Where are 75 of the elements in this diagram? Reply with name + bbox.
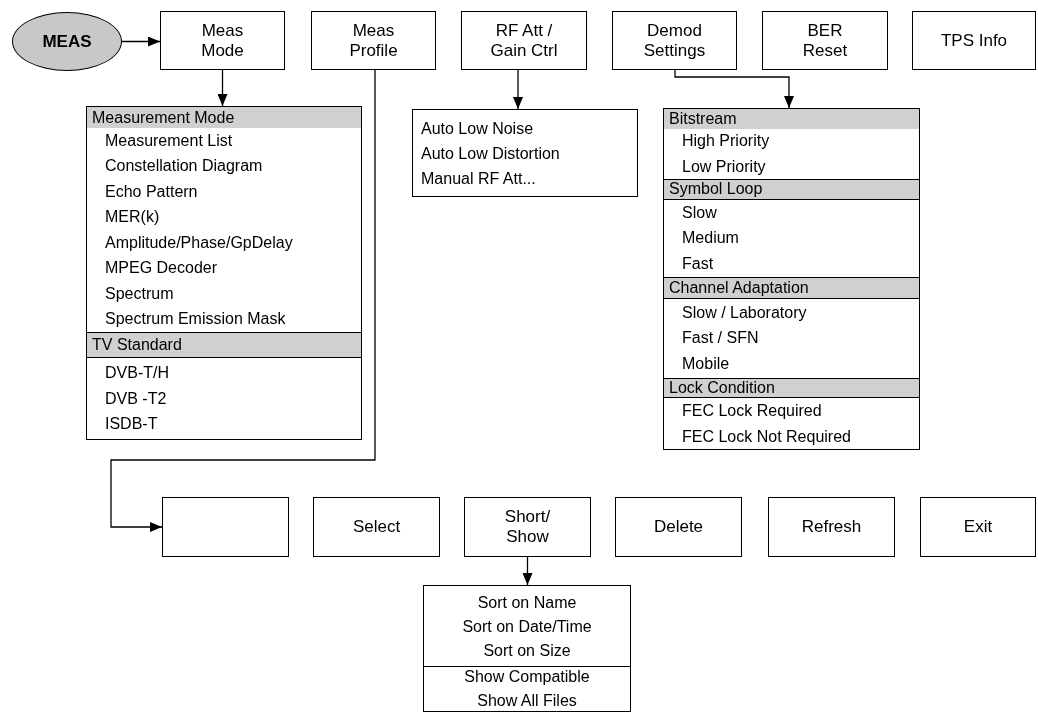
menu-item: Spectrum: [105, 283, 174, 304]
softkey-box: [920, 497, 1036, 557]
menu-panel: [423, 585, 631, 712]
section-header: [664, 178, 919, 200]
ellipse-label: MEAS: [42, 31, 92, 52]
connector-arrow: [513, 69, 523, 110]
menu-item: Sort on Name: [477, 592, 577, 613]
menu-item: Sort on Date/Time: [462, 616, 592, 637]
section-header-text: Lock Condition: [669, 379, 775, 396]
menu-panel: [86, 106, 362, 440]
softkey-label: Delete: [653, 517, 704, 537]
menu-item: Fast: [682, 253, 714, 274]
section-header-text: Symbol Loop: [669, 181, 763, 197]
softkey-box: [313, 497, 440, 557]
softkey-box: [612, 11, 737, 70]
softkey-label: Exit: [963, 517, 993, 537]
section-header: [664, 276, 919, 299]
section-header-text: Channel Adaptation: [669, 279, 809, 296]
menu-item: Mobile: [682, 353, 730, 374]
section-header: [664, 377, 919, 398]
softkey-box: [912, 11, 1036, 70]
connector-arrow: [217, 69, 228, 107]
section-header: [87, 107, 361, 129]
menu-item: Spectrum Emission Mask: [105, 309, 286, 329]
menu-item: FEC Lock Not Required: [682, 426, 851, 447]
menu-item: DVB-T/H: [105, 363, 169, 384]
menu-item: Show All Files: [477, 691, 577, 711]
section-header-text: Measurement Mode: [92, 109, 235, 126]
menu-item: MPEG Decoder: [105, 258, 218, 278]
softkey-label: Refresh: [801, 517, 862, 537]
menu-item: Measurement List: [105, 130, 233, 151]
connector-arrow: [522, 556, 533, 586]
softkey-box: [615, 497, 742, 557]
softkey-box: [768, 497, 895, 557]
connector-arrow: [674, 69, 794, 109]
softkey-label: RF Att / Gain Ctrl: [489, 20, 559, 61]
dropdown-menu: [412, 109, 638, 197]
section-header-text: Bitstream: [669, 111, 737, 127]
softkey-box: [160, 11, 285, 70]
menu-item: Medium: [682, 228, 739, 249]
menu-item: Low Priority: [682, 156, 766, 177]
softkey-label: TPS Info: [940, 30, 1008, 51]
softkey-box: [311, 11, 436, 70]
menu-item: Slow: [682, 202, 717, 223]
blank-softkey-box: [162, 497, 289, 557]
menu-item: FEC Lock Required: [682, 401, 822, 421]
menu-item: Auto Low Distortion: [421, 143, 560, 164]
softkey-label: Meas Profile: [348, 20, 399, 61]
softkey-label: Short/ Show: [503, 507, 552, 547]
connector-arrow: [121, 36, 161, 47]
menu-item: Manual RF Att...: [421, 168, 536, 189]
menu-item: Echo Pattern: [105, 181, 198, 202]
menu-item: DVB -T2: [105, 388, 167, 409]
menu-item: Show Compatible: [464, 667, 590, 687]
softkey-box: [461, 11, 587, 70]
softkey-label: Meas Mode: [200, 20, 245, 61]
menu-item: MER(k): [105, 207, 160, 227]
softkey-box: [762, 11, 888, 70]
menu-item: Amplitude/Phase/GpDelay: [105, 232, 293, 253]
section-header: [87, 331, 361, 358]
connector-arrow: [110, 69, 376, 532]
menu-panel: [663, 108, 920, 450]
menu-item: Fast / SFN: [682, 328, 759, 349]
softkey-box: [464, 497, 591, 557]
menu-item: Slow / Laboratory: [682, 302, 807, 323]
section-header-text: TV Standard: [92, 336, 182, 353]
menu-item: ISDB-T: [105, 414, 158, 435]
softkey-label: BER Reset: [801, 20, 849, 61]
menu-item: Constellation Diagram: [105, 156, 263, 176]
section-header: [664, 109, 919, 130]
menu-item: Sort on Size: [483, 640, 571, 661]
softkey-label: Select: [352, 517, 401, 537]
softkey-label: Demod Settings: [642, 20, 707, 61]
menu-item: Auto Low Noise: [421, 118, 534, 139]
menu-item: High Priority: [682, 131, 770, 151]
